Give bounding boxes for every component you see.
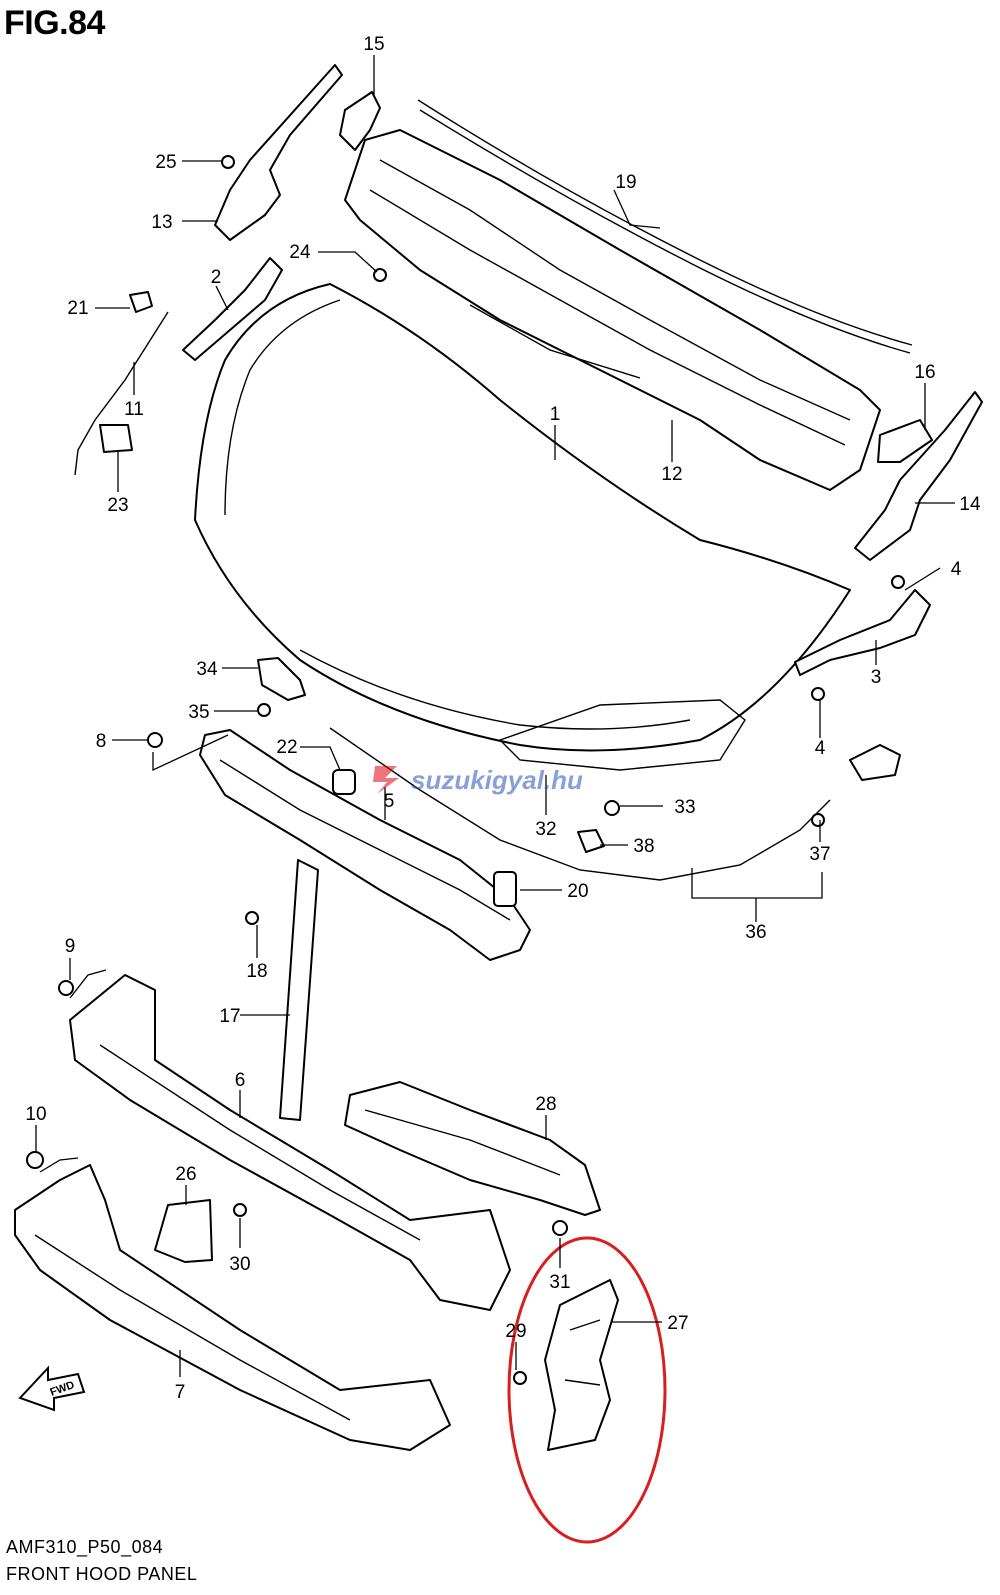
bumper-absorber[interactable]: [14, 1164, 451, 1451]
hood-hinge-left[interactable]: [214, 64, 343, 241]
hood-bumper-20[interactable]: [493, 871, 517, 907]
watermark: suzukigyal.hu: [367, 760, 583, 800]
callout-22[interactable]: 22: [276, 737, 297, 758]
callout-5[interactable]: 5: [384, 791, 395, 812]
upper-radiator-support[interactable]: [199, 729, 531, 961]
clip-21[interactable]: [129, 291, 153, 313]
suzuki-logo-icon: [373, 766, 399, 794]
hood-hinge-right[interactable]: [854, 391, 983, 561]
callout-19[interactable]: 19: [615, 172, 636, 193]
center-stay[interactable]: [279, 859, 319, 1121]
callout-33[interactable]: 33: [674, 797, 695, 818]
callout-26[interactable]: 26: [175, 1164, 196, 1185]
callout-28[interactable]: 28: [535, 1094, 556, 1115]
callout-25[interactable]: 25: [155, 152, 176, 173]
callout-20[interactable]: 20: [567, 881, 588, 902]
highlight-circle: [507, 1236, 667, 1544]
air-guide-27[interactable]: [544, 1279, 619, 1451]
callout-7[interactable]: 7: [175, 1382, 186, 1403]
callout-17[interactable]: 17: [219, 1006, 240, 1027]
callout-27[interactable]: 27: [667, 1313, 688, 1334]
weatherstrip[interactable]: [417, 99, 913, 354]
hood-panel[interactable]: [194, 283, 851, 771]
callout-16[interactable]: 16: [914, 362, 935, 383]
callout-31[interactable]: 31: [549, 1272, 570, 1293]
bracket-15[interactable]: [339, 91, 381, 151]
cowl-top-panel[interactable]: [344, 129, 881, 491]
callout-32[interactable]: 32: [535, 819, 556, 840]
callout-34[interactable]: 34: [196, 659, 218, 680]
hood-latch[interactable]: [257, 657, 306, 701]
clip-38: [577, 829, 605, 853]
callout-2[interactable]: 2: [211, 267, 222, 288]
bracket-26[interactable]: [154, 1199, 213, 1263]
watermark-text: suzukigyal.hu: [411, 764, 583, 795]
callout-35[interactable]: 35: [188, 702, 209, 723]
callout-29[interactable]: 29: [505, 1321, 526, 1342]
callout-10[interactable]: 10: [25, 1104, 46, 1125]
callout-4-lower[interactable]: 4: [815, 738, 826, 759]
hood-support-rod[interactable]: [74, 311, 169, 476]
callout-38[interactable]: 38: [633, 836, 654, 857]
callout-21[interactable]: 21: [67, 298, 88, 319]
callout-8[interactable]: 8: [96, 731, 107, 752]
callout-18[interactable]: 18: [246, 961, 267, 982]
callout-24[interactable]: 24: [289, 242, 311, 263]
release-handle[interactable]: [849, 744, 901, 781]
seal-16[interactable]: [877, 419, 933, 463]
figure-code: AMF310_P50_084: [6, 1537, 164, 1557]
callout-36[interactable]: 36: [745, 922, 766, 943]
callout-14[interactable]: 14: [959, 494, 981, 515]
hinge-bracket-3[interactable]: [794, 589, 931, 676]
hinge-bracket-2[interactable]: [182, 257, 283, 361]
callout-12[interactable]: 12: [661, 464, 682, 485]
callout-1[interactable]: 1: [550, 404, 561, 425]
figure-name: FRONT HOOD PANEL: [6, 1564, 198, 1584]
callout-11[interactable]: 11: [124, 399, 144, 420]
callout-37[interactable]: 37: [809, 844, 830, 865]
hood-release-cable[interactable]: [329, 727, 831, 881]
fasteners: [26, 155, 905, 1385]
leader-lines: [35, 55, 955, 1377]
figure-title: FIG.84: [4, 4, 105, 42]
callout-9[interactable]: 9: [65, 936, 76, 957]
air-duct[interactable]: [344, 1081, 601, 1216]
callout-15[interactable]: 15: [363, 34, 384, 55]
forward-arrow-icon: FWD: [18, 1365, 86, 1412]
callout-23[interactable]: 23: [107, 495, 128, 516]
callout-labels: 15 25 13 19 24 2 21 11 23 1 12 16 14 4 3…: [25, 34, 981, 1403]
callout-13[interactable]: 13: [151, 212, 172, 233]
callout-30[interactable]: 30: [229, 1254, 250, 1275]
callout-6[interactable]: 6: [235, 1070, 246, 1091]
hood-bumper-22[interactable]: [332, 769, 356, 795]
callout-3[interactable]: 3: [871, 667, 882, 688]
callout-4-upper[interactable]: 4: [951, 559, 962, 580]
holder-23[interactable]: [99, 424, 133, 453]
bumper-reinforcement[interactable]: [69, 974, 511, 1311]
